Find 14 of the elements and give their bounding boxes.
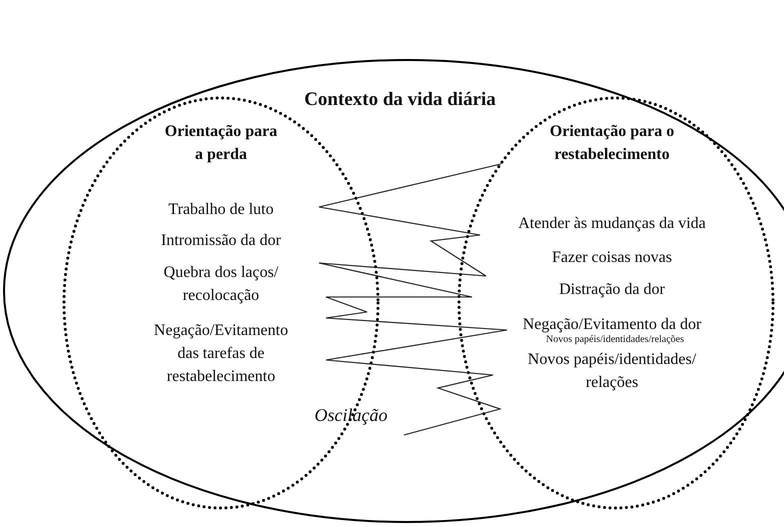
italic-label: Oscilação bbox=[314, 405, 388, 426]
list-item: Negação/Evitamento das tarefas de restabelecimento bbox=[152, 321, 290, 387]
list-item: Trabalho de luto bbox=[167, 200, 275, 220]
list-item: Quebra dos laços/ recolocação bbox=[162, 263, 280, 306]
heading: Orientação para o restabelecimento bbox=[548, 122, 676, 165]
heading: Orientação para a perda bbox=[164, 122, 278, 165]
small-note: Novos papéis/identidades/relações bbox=[544, 333, 685, 346]
context-label: Contexto da vida diária bbox=[303, 88, 497, 111]
list-item: Distração da dor bbox=[558, 280, 666, 300]
list-item: Atender às mudanças da vida bbox=[517, 214, 707, 234]
list-item: Novos papéis/identidades/ relações bbox=[527, 350, 697, 393]
list-item: Fazer coisas novas bbox=[551, 248, 673, 268]
list-item: Negação/Evitamento da dor bbox=[522, 315, 702, 335]
list-item: Intromissão da dor bbox=[160, 231, 282, 251]
